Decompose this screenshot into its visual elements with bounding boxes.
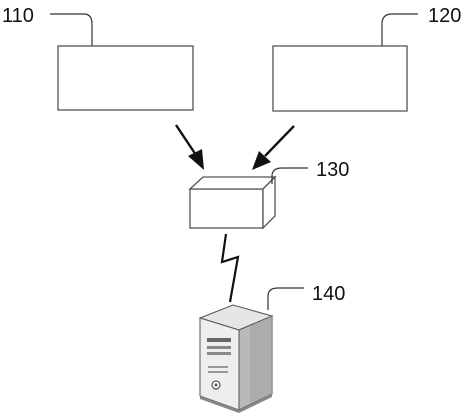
component-140-label: 140 xyxy=(312,283,345,305)
component-120-label: 120 xyxy=(428,5,461,27)
server-tower-icon xyxy=(198,304,274,413)
component-120-leader xyxy=(381,13,418,46)
component-110: 110 xyxy=(2,5,194,111)
component-130-label: 130 xyxy=(316,159,349,181)
component-120-box xyxy=(272,45,408,112)
component-120: 120 xyxy=(272,5,461,112)
arrow-110-to-130 xyxy=(175,124,204,170)
component-130-leader xyxy=(271,167,308,184)
component-130: 130 xyxy=(188,159,349,230)
component-140-leader xyxy=(267,287,304,310)
component-110-leader xyxy=(50,13,93,46)
component-140: 140 xyxy=(198,283,345,413)
component-110-label: 110 xyxy=(2,5,34,27)
lightning-bolt-icon xyxy=(220,233,240,303)
arrow-120-to-130 xyxy=(252,125,295,170)
open-box-icon xyxy=(188,175,277,230)
component-110-box xyxy=(57,45,194,111)
